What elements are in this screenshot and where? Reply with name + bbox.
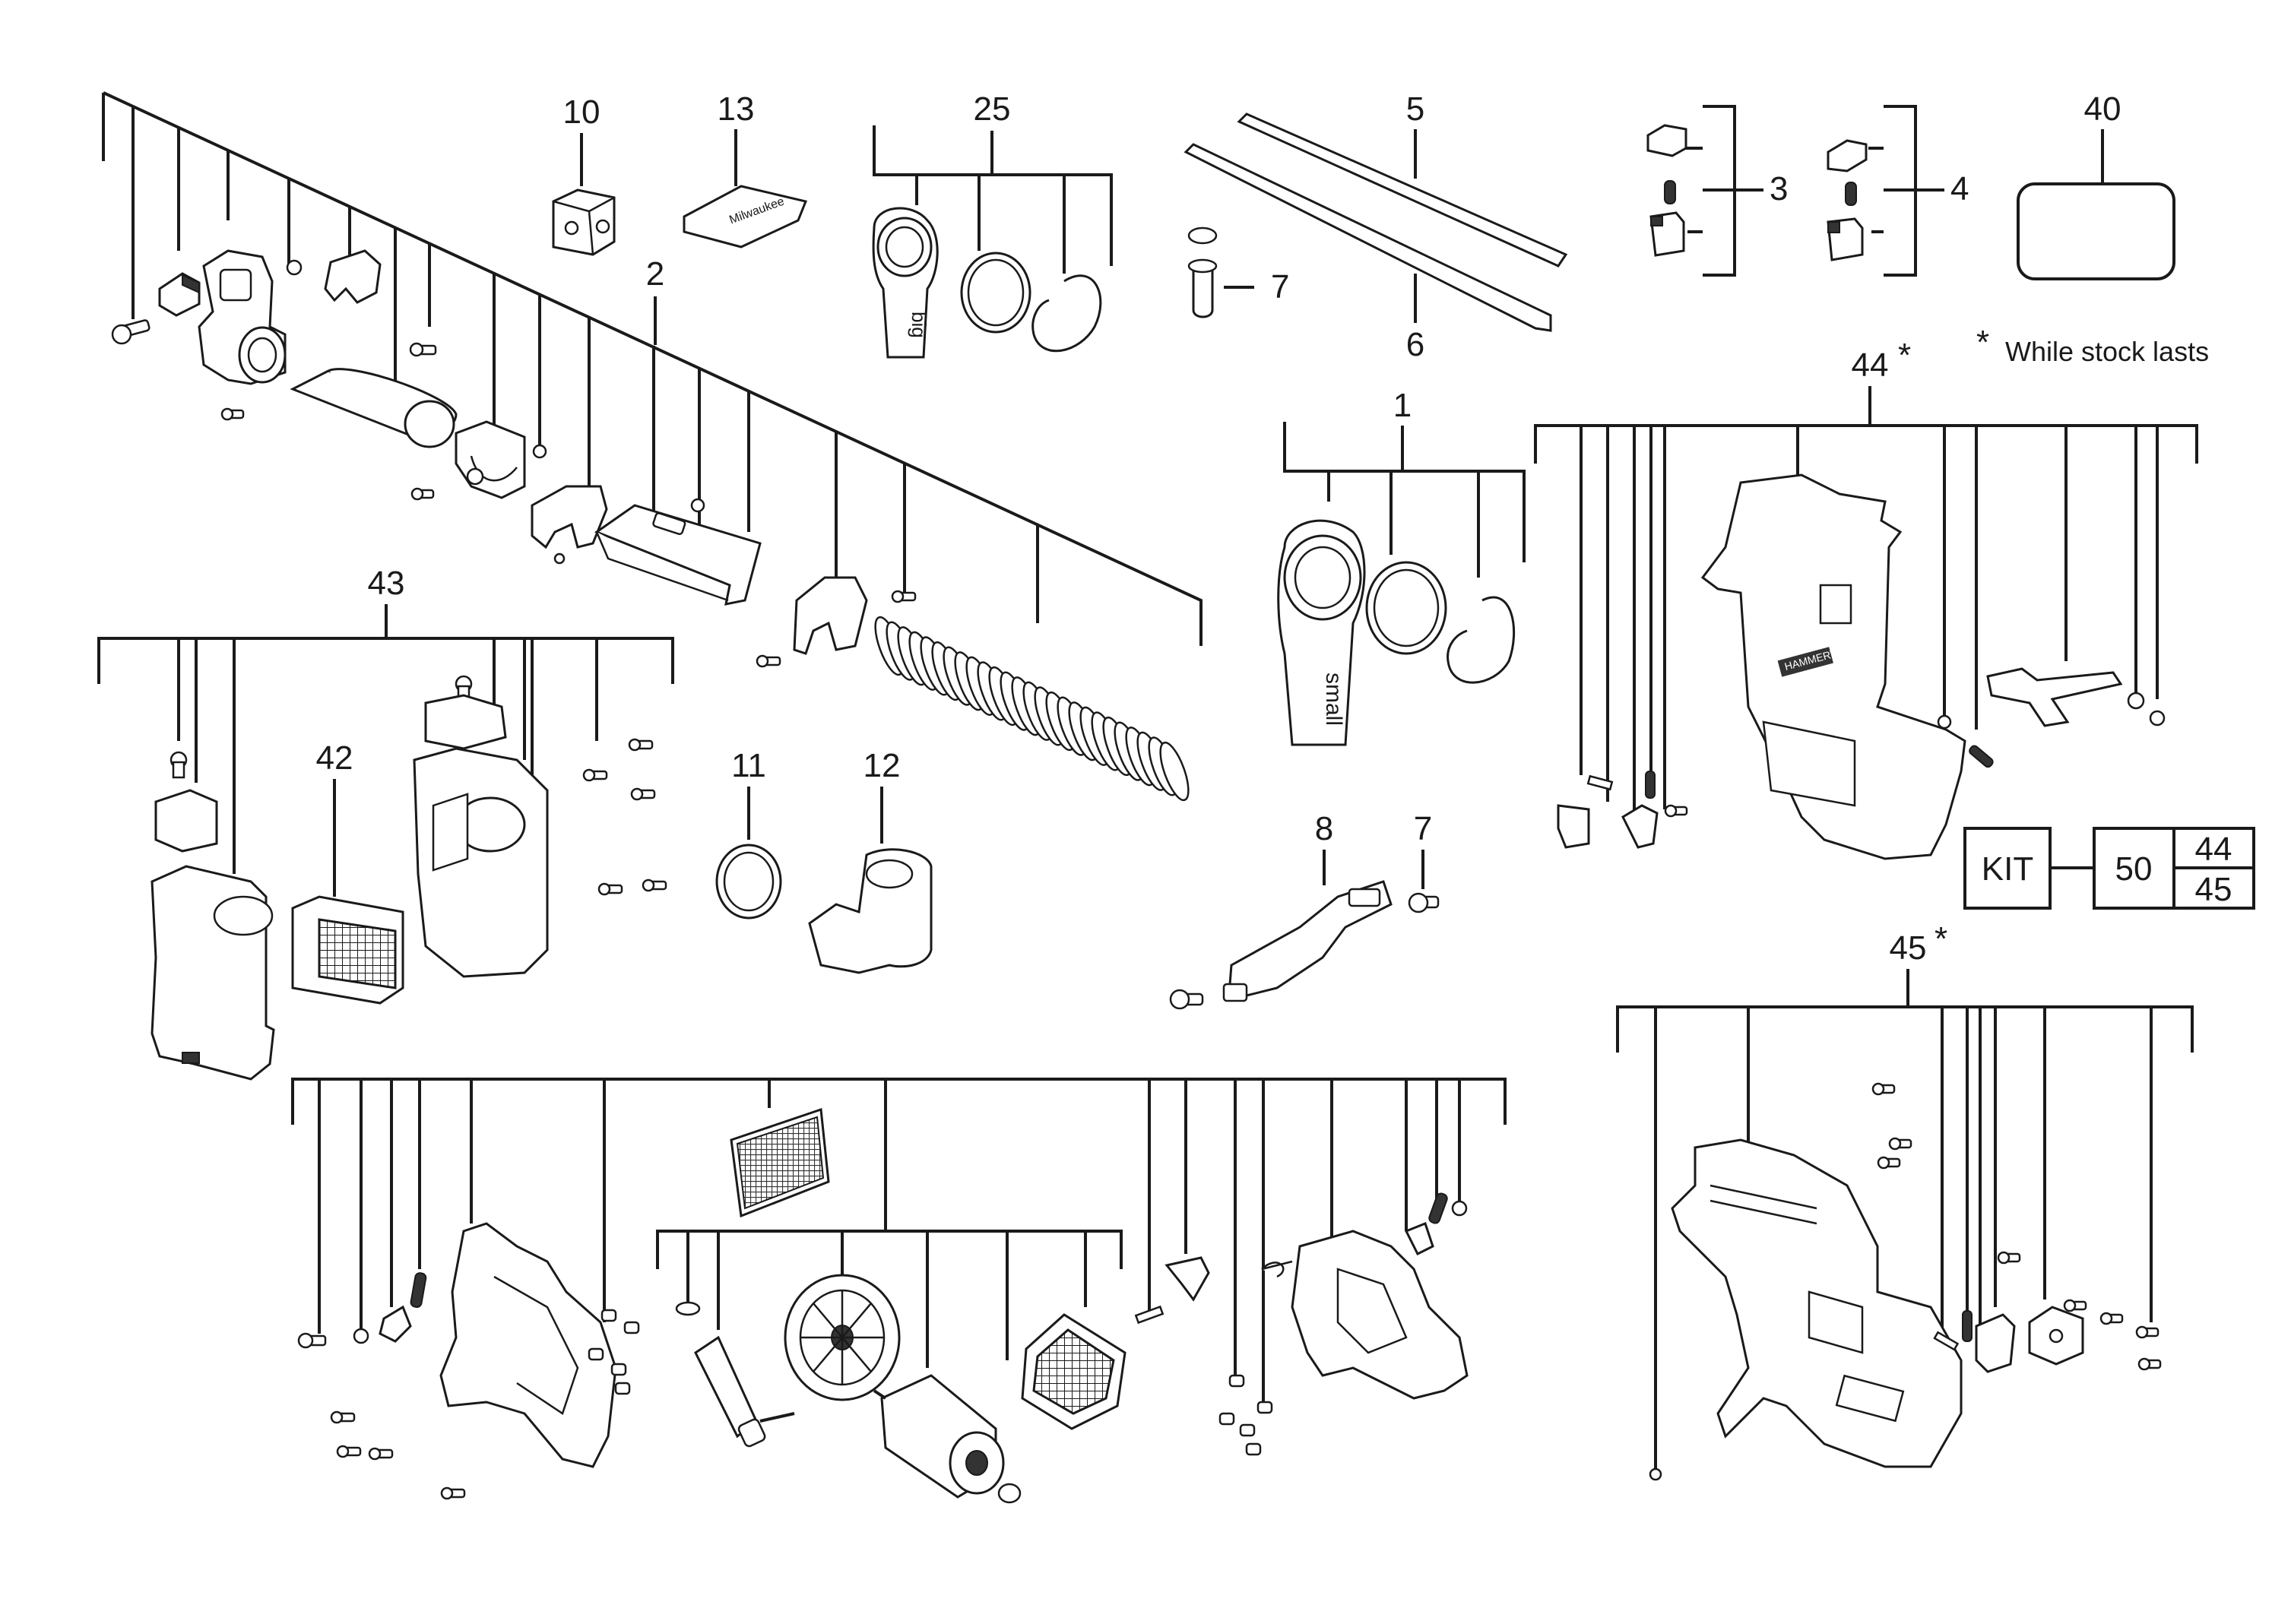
end-cap-housing: [198, 249, 287, 385]
fan-icon: [784, 1274, 901, 1401]
note-asterisk: *: [1976, 324, 1989, 361]
small-label: small: [1321, 673, 1346, 726]
callout-8: 8: [1315, 810, 1333, 847]
screw-icon: [297, 1328, 466, 1500]
screw-icon: [1649, 1082, 2162, 1481]
part-7-lower: 7: [1408, 810, 1440, 913]
callout-7-lower: 7: [1414, 810, 1432, 847]
callout-5: 5: [1406, 90, 1424, 128]
screw-icon: [582, 738, 667, 896]
part-8: 8: [1169, 810, 1393, 1010]
stock-note: While stock lasts: [2005, 336, 2209, 367]
callout-45: 45: [1890, 929, 1927, 967]
filter-icon: [318, 918, 397, 989]
retaining-ring-icon: [1447, 596, 1516, 684]
kit-number: 50: [2115, 850, 2153, 888]
kit-box: KIT 50 44 45: [1963, 827, 2255, 910]
callout-44: 44: [1852, 347, 1889, 384]
callout-42: 42: [316, 739, 353, 777]
part-42: 42: [291, 739, 404, 1005]
pin-icons: [588, 1309, 640, 1395]
latch-icon: [158, 272, 201, 317]
kit-contains-44: 44: [2195, 831, 2232, 868]
spring-icon: [1969, 745, 1994, 768]
part-40: 40: [2017, 90, 2175, 280]
parts-5-6-7: 5 6 7: [1184, 90, 1568, 363]
group-45: 45 *: [1616, 920, 2194, 1481]
callout-11: 11: [731, 747, 766, 784]
spring-icon: [1664, 180, 1676, 204]
callout-4: 4: [1950, 170, 1969, 207]
part-11: 11: [715, 747, 782, 920]
collar: [455, 420, 526, 499]
callout-1: 1: [1393, 387, 1412, 424]
channel: [594, 504, 762, 606]
part-13: 13 Milwaukee: [683, 90, 808, 249]
asterisk-44: *: [1898, 337, 1911, 374]
filter-icon: [1021, 1313, 1126, 1430]
spring-icon: [410, 1272, 427, 1308]
callout-13: 13: [718, 90, 755, 128]
part-12: 12: [808, 747, 933, 974]
part-10: 10: [552, 93, 616, 256]
lower-motor-assembly: [291, 1078, 1507, 1504]
armature-icon: [675, 1301, 795, 1448]
part-1: 1 small: [1277, 387, 1526, 746]
hose-ring: [1159, 741, 1190, 802]
hose-icon: [874, 616, 1190, 802]
callout-6: 6: [1406, 326, 1424, 363]
pin-icons: [1218, 1374, 1273, 1456]
filter-icon: [736, 1116, 825, 1210]
screw-icon: [1169, 989, 1204, 1010]
retaining-ring-icon: [1031, 274, 1102, 353]
asterisk-45: *: [1935, 920, 1947, 958]
motor-icon: [873, 1374, 1022, 1504]
big-label: big: [908, 312, 930, 338]
screw-icon: [1664, 692, 2166, 818]
spring-icon: [1845, 182, 1857, 206]
label-plate: [2017, 182, 2175, 280]
kit-label: KIT: [1982, 850, 2033, 888]
nut-icon: [286, 259, 303, 276]
callout-12: 12: [863, 747, 901, 784]
part-4: 4: [1827, 105, 1969, 277]
callout-40: 40: [2084, 90, 2121, 128]
screw-icon: [111, 319, 151, 345]
callout-10: 10: [563, 93, 600, 131]
callout-2: 2: [646, 255, 664, 293]
spring-icon: [1428, 1192, 1448, 1224]
group-43: 43: [97, 565, 674, 1081]
part-3: 3: [1646, 105, 1788, 277]
part-25: 25 big: [872, 90, 1113, 359]
callout-43: 43: [368, 565, 405, 602]
slider-clip: [531, 485, 608, 549]
clip-icon: [324, 249, 382, 304]
callout-7-top: 7: [1271, 268, 1289, 305]
group-44: 44 * HAMMERVAC: [1534, 337, 2198, 860]
clamp: [793, 576, 868, 655]
callout-25: 25: [974, 90, 1011, 128]
kit-contains-45: 45: [2195, 871, 2232, 908]
screw-icon: [220, 342, 917, 668]
spring-icon: [1645, 771, 1656, 799]
callout-3: 3: [1770, 170, 1788, 207]
group-2: 2: [102, 91, 1203, 802]
tube: [290, 368, 458, 448]
